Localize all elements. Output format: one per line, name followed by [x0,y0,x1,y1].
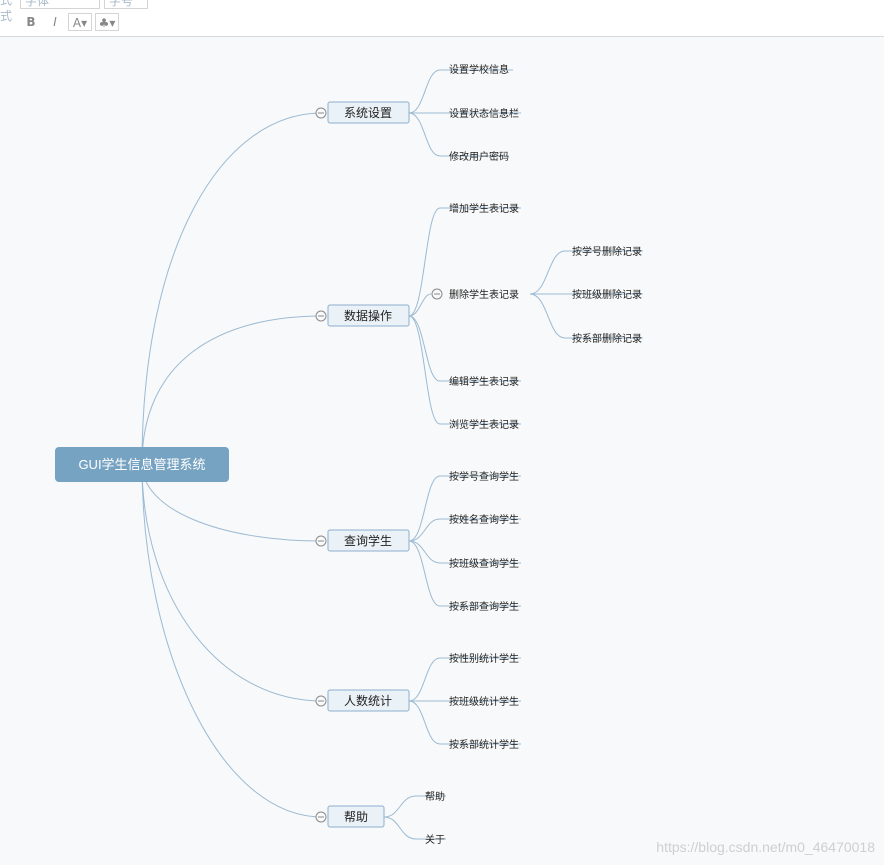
leaf-node[interactable]: 编辑学生表记录 [449,375,519,388]
format-toolbar: 式 式 字体 字号 B I A▾ ♣▾ [0,0,884,37]
highlight-dropdown-label: ▾ [109,16,116,30]
leaf-node[interactable]: 按系部统计学生 [449,738,519,751]
leaf-node[interactable]: 修改用户密码 [449,150,509,163]
leaf-node[interactable]: 按班级删除记录 [572,288,642,301]
font-size-select[interactable]: 字号 [104,0,148,9]
branch5-connectors [383,795,446,840]
collapse-toggle-delete-record[interactable] [431,288,443,300]
collapse-toggle-statistics[interactable] [315,695,327,707]
delete-subnode-connectors [529,250,643,339]
leaf-node[interactable]: 按班级统计学生 [449,695,519,708]
root-connectors [141,112,323,818]
branch-node-data-operation[interactable]: 数据操作 [327,304,410,327]
italic-button[interactable]: I [53,15,57,29]
branch-label: 数据操作 [344,308,392,323]
branch1-connectors [408,69,521,157]
branch3-connectors [408,475,521,607]
collapse-toggle-help[interactable] [315,811,327,823]
branch2-connectors [408,207,521,425]
leaf-node[interactable]: 设置状态信息栏 [449,107,519,120]
branch-label: 查询学生 [344,533,392,548]
branch-label: 帮助 [344,810,368,824]
leaf-node[interactable]: 设置学校信息 [449,63,509,76]
font-color-button[interactable]: A▾ [68,13,92,31]
leaf-node[interactable]: 按系部查询学生 [449,600,519,613]
branch-node-query-student[interactable]: 查询学生 [327,529,410,552]
branch-node-system-settings[interactable]: 系统设置 [327,101,410,124]
leaf-node[interactable]: 按系部删除记录 [572,332,642,345]
style-label: 式 式 [0,0,13,23]
leaf-node[interactable]: 按性别统计学生 [449,652,519,665]
bold-button[interactable]: B [26,15,36,29]
root-node-label: GUI学生信息管理系统 [78,457,205,472]
branch-label: 人数统计 [344,693,392,708]
root-node[interactable]: GUI学生信息管理系统 [55,447,229,482]
leaf-node[interactable]: 帮助 [425,790,445,803]
paint-bucket-icon: ♣ [98,16,110,30]
collapse-toggle-system-settings[interactable] [315,107,327,119]
leaf-node[interactable]: 按班级查询学生 [449,557,519,570]
leaf-node[interactable]: 增加学生表记录 [449,202,519,215]
branch-node-help[interactable]: 帮助 [327,805,385,828]
leaf-node[interactable]: 关于 [425,833,445,846]
branch4-connectors [408,657,521,745]
leaf-node[interactable]: 按姓名查询学生 [449,513,519,526]
branch-node-statistics[interactable]: 人数统计 [327,689,410,712]
leaf-node[interactable]: 浏览学生表记录 [449,418,519,431]
font-family-select[interactable]: 字体 [20,0,100,9]
subbranch-node-delete[interactable]: 删除学生表记录 [449,288,519,301]
leaf-node[interactable]: 按学号查询学生 [449,470,519,483]
branch-label: 系统设置 [344,106,392,120]
highlight-color-button[interactable]: ♣▾ [95,13,119,31]
collapse-toggle-data-operation[interactable] [315,310,327,322]
collapse-toggle-query-student[interactable] [315,535,327,547]
leaf-node[interactable]: 按学号删除记录 [572,245,642,258]
watermark: https://blog.csdn.net/m0_46470018 [656,839,875,855]
